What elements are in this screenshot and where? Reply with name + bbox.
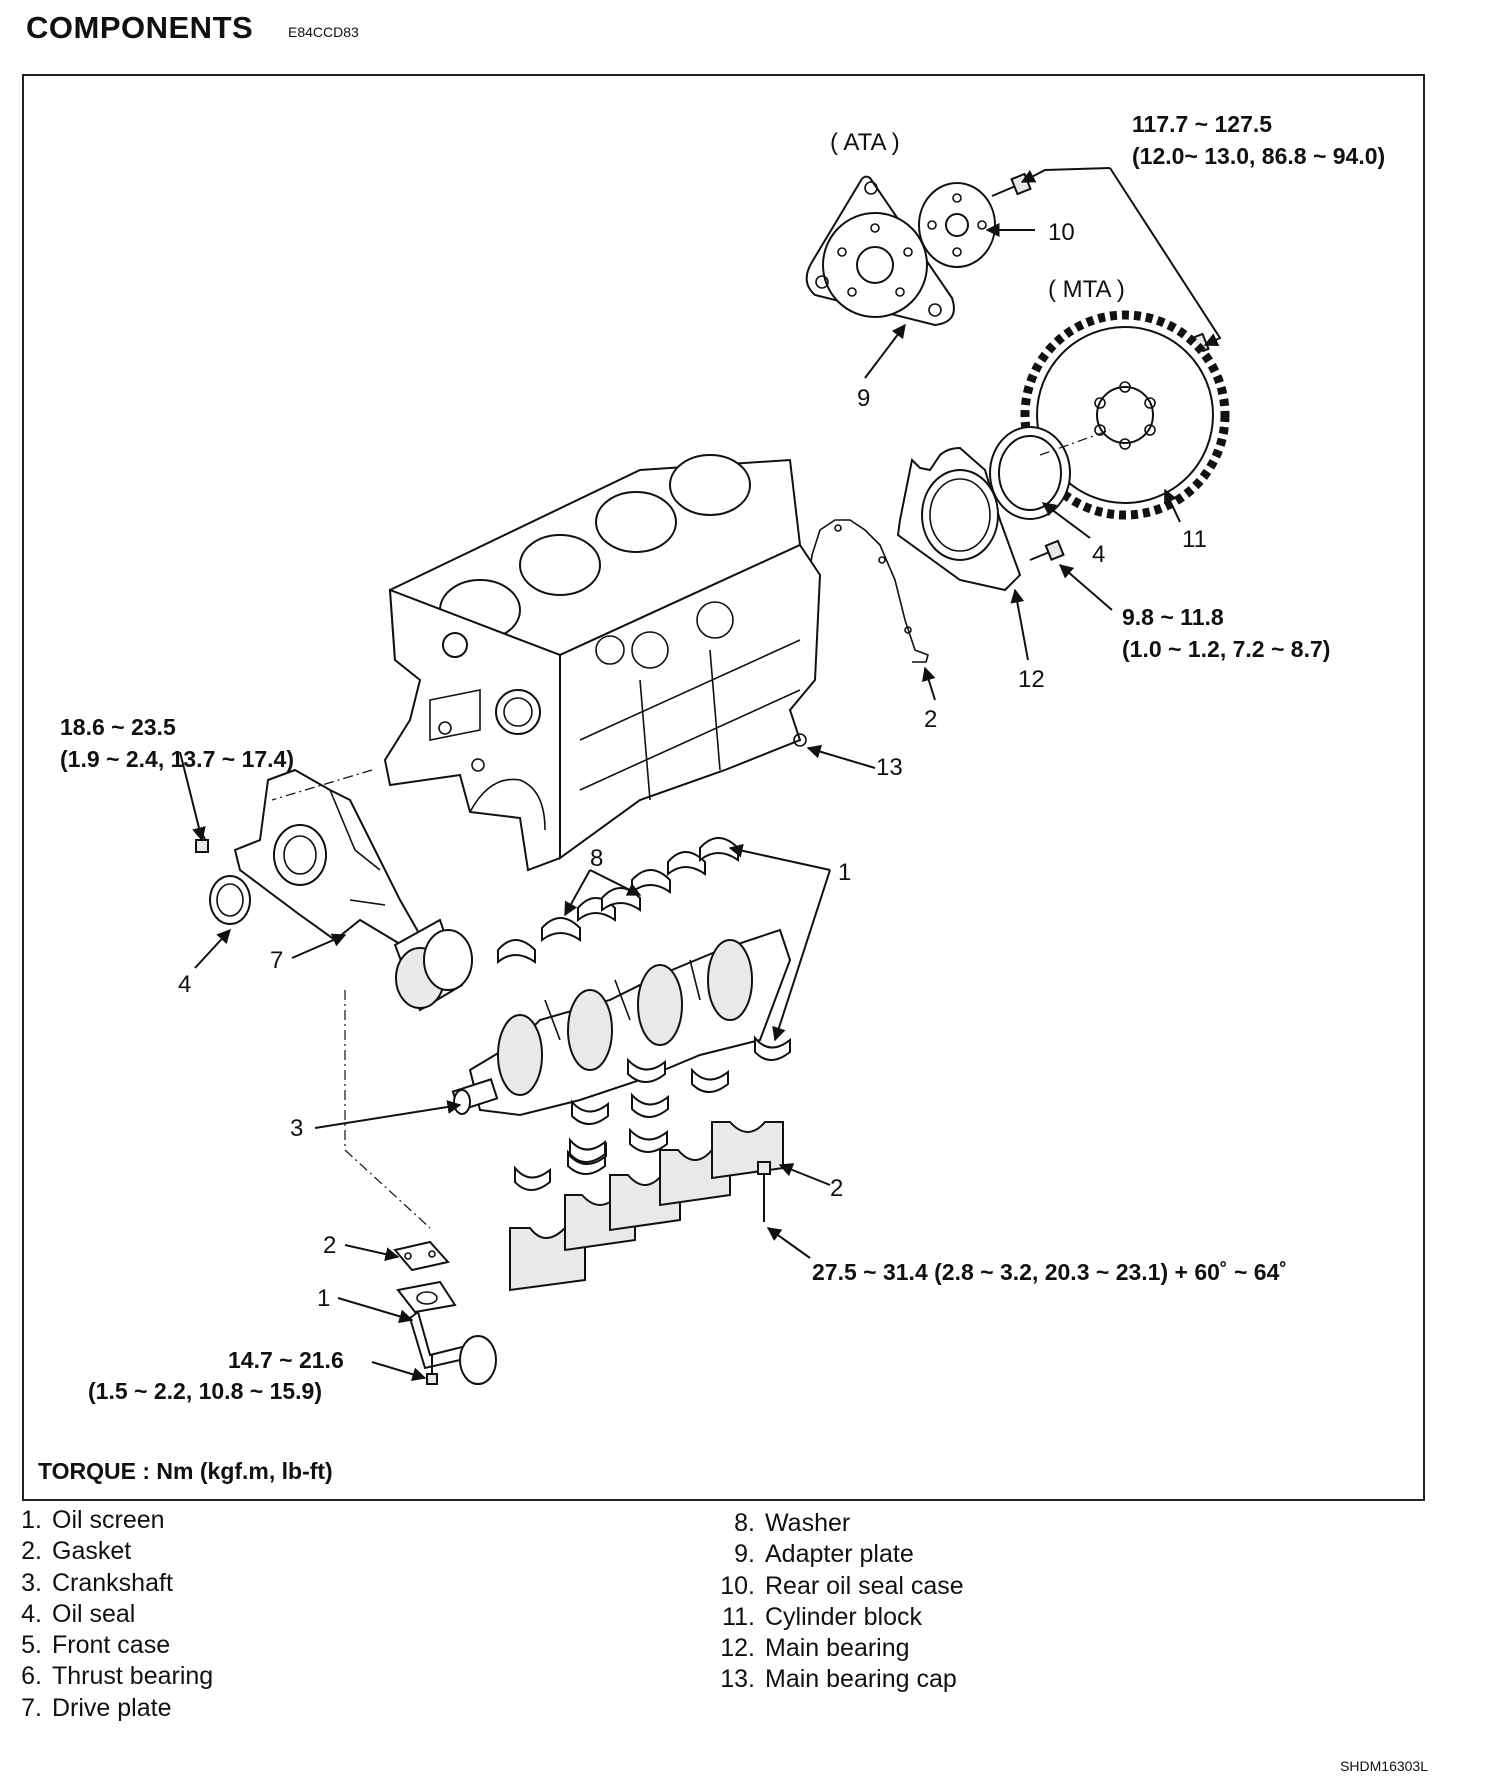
callout-8: 10 xyxy=(1048,219,1075,246)
legend-label: Drive plate xyxy=(52,1693,172,1722)
torque-front-case-line1: 18.6 ~ 23.5 xyxy=(60,714,176,740)
callout-1: 1 xyxy=(317,1285,330,1312)
legend-number: 4. xyxy=(21,1599,42,1628)
torque-flywheel-line2: (12.0~ 13.0, 86.8 ~ 94.0) xyxy=(1132,143,1385,169)
legend-label: Gasket xyxy=(52,1537,132,1566)
oil-screen-bolt xyxy=(426,1355,438,1385)
legend-label: Rear oil seal case xyxy=(765,1571,964,1600)
figure-id: SHDM16303L xyxy=(1340,1758,1428,1774)
legend-item: 5. Front case xyxy=(12,1630,213,1661)
cylinder-block-part xyxy=(383,454,822,872)
lower-bearing-shells xyxy=(567,1035,791,1175)
legend-number: 9. xyxy=(734,1540,755,1569)
legend-label: Main bearing xyxy=(765,1634,910,1663)
rear-case-bolt xyxy=(1029,539,1065,561)
legend-item: 3. Crankshaft xyxy=(12,1568,213,1599)
torque-rear-case-line2: (1.0 ~ 1.2, 7.2 ~ 8.7) xyxy=(1122,636,1330,662)
legend-label: Adapter plate xyxy=(765,1540,914,1569)
front-oil-seal-part xyxy=(209,875,251,925)
page-title: COMPONENTS xyxy=(26,10,254,45)
torque-oil-screen-line2: (1.5 ~ 2.2, 10.8 ~ 15.9) xyxy=(88,1378,322,1404)
legend-item: 2. Gasket xyxy=(12,1536,213,1567)
rear-oil-seal-case-part xyxy=(896,446,1022,592)
legend-item: 13. Main bearing cap xyxy=(705,1664,964,1695)
oil-screen-part xyxy=(396,1280,497,1385)
torque-flywheel-line1: 117.7 ~ 127.5 xyxy=(1132,111,1272,137)
legend-item: 12. Main bearing xyxy=(705,1633,964,1664)
legend-number: 11. xyxy=(722,1602,755,1631)
front-case-bolt xyxy=(195,829,209,853)
rear-gasket-part xyxy=(799,519,929,663)
legend-label: Cylinder block xyxy=(765,1602,923,1631)
legend-number: 3. xyxy=(21,1568,42,1597)
legend-label: Crankshaft xyxy=(52,1568,173,1597)
legend-item: 9. Adapter plate xyxy=(705,1539,964,1570)
mta-label: ( MTA ) xyxy=(1048,276,1125,303)
callout-2-rear: 2 xyxy=(924,706,937,733)
legend-item: 11. Cylinder block xyxy=(705,1602,964,1633)
legend-label: Oil screen xyxy=(52,1506,165,1534)
legend-label: Oil seal xyxy=(52,1599,136,1628)
legend-number: 7. xyxy=(21,1693,42,1722)
diagram-frame xyxy=(22,74,1425,1501)
callout-6: 8 xyxy=(590,845,603,872)
legend-item: 1. Oil screen xyxy=(12,1505,213,1536)
legend-item: 6. Thrust bearing xyxy=(12,1661,213,1692)
torque-bearing-cap: 27.5 ~ 31.4 (2.8 ~ 3.2, 20.3 ~ 23.1) + 6… xyxy=(812,1259,1287,1285)
legend-label: Thrust bearing xyxy=(52,1662,214,1691)
bearing-cap-bolt xyxy=(757,1161,771,1222)
legend-item: 4. Oil seal xyxy=(12,1599,213,1630)
front-case-part xyxy=(233,768,473,1012)
callout-9: 11 xyxy=(1182,526,1207,553)
torque-unit-caption: TORQUE : Nm (kgf.m, lb-ft) xyxy=(38,1458,333,1484)
washer-part xyxy=(918,182,996,268)
callout-3: 3 xyxy=(290,1115,303,1142)
callout-5: 7 xyxy=(270,947,283,974)
torque-front-case-line2: (1.9 ~ 2.4, 13.7 ~ 17.4) xyxy=(60,746,294,772)
ata-label: ( ATA ) xyxy=(830,129,900,156)
upper-bearing-shells xyxy=(497,837,739,965)
legend-number: 12. xyxy=(720,1634,755,1663)
document-code: E84CCD83 xyxy=(288,24,359,40)
legend-number: 6. xyxy=(21,1662,42,1691)
callout-4-rear: 4 xyxy=(1092,541,1105,568)
legend-item: 7. Drive plate xyxy=(12,1693,213,1724)
legend-item: 10. Rear oil seal case xyxy=(705,1571,964,1602)
drive-plate-part xyxy=(805,175,955,327)
legend-label: Washer xyxy=(765,1509,851,1537)
legend-right-column: 8. Washer 9. Adapter plate 10. Rear oil sea… xyxy=(705,1508,964,1696)
torque-oil-screen-line1: 14.7 ~ 21.6 xyxy=(228,1347,344,1373)
callout-12: 1 xyxy=(838,859,851,886)
legend-number: 10. xyxy=(720,1571,755,1600)
callout-7: 9 xyxy=(857,385,870,412)
legend-number: 2. xyxy=(21,1537,42,1566)
callout-13: 2 xyxy=(830,1175,843,1202)
leader-lines xyxy=(179,167,1222,1382)
legend-number: 1. xyxy=(21,1506,42,1534)
legend-left-column: 1. Oil screen 2. Gasket 3. Crankshaft 4. Oil… xyxy=(12,1505,213,1724)
torque-rear-case-line1: 9.8 ~ 11.8 xyxy=(1122,604,1224,630)
legend-label: Main bearing cap xyxy=(765,1665,957,1694)
rear-oil-seal-part xyxy=(989,426,1071,520)
legend-number: 5. xyxy=(21,1631,42,1660)
main-bearing-caps xyxy=(509,1121,784,1292)
adapter-plate-part xyxy=(1020,310,1230,520)
crankshaft-part xyxy=(451,928,792,1117)
callout-10: 12 xyxy=(1018,666,1045,693)
oil-screen-gasket-part xyxy=(393,1240,450,1272)
legend-number: 13. xyxy=(720,1665,755,1694)
assembly-centerlines xyxy=(271,429,1111,1229)
legend-label: Front case xyxy=(52,1631,171,1660)
callout-2-oil-screen: 2 xyxy=(323,1232,336,1259)
legend-number: 8. xyxy=(734,1509,755,1537)
callout-4-front: 4 xyxy=(178,971,191,998)
legend-item: 8. Washer xyxy=(705,1508,964,1539)
callout-11: 13 xyxy=(876,754,903,781)
